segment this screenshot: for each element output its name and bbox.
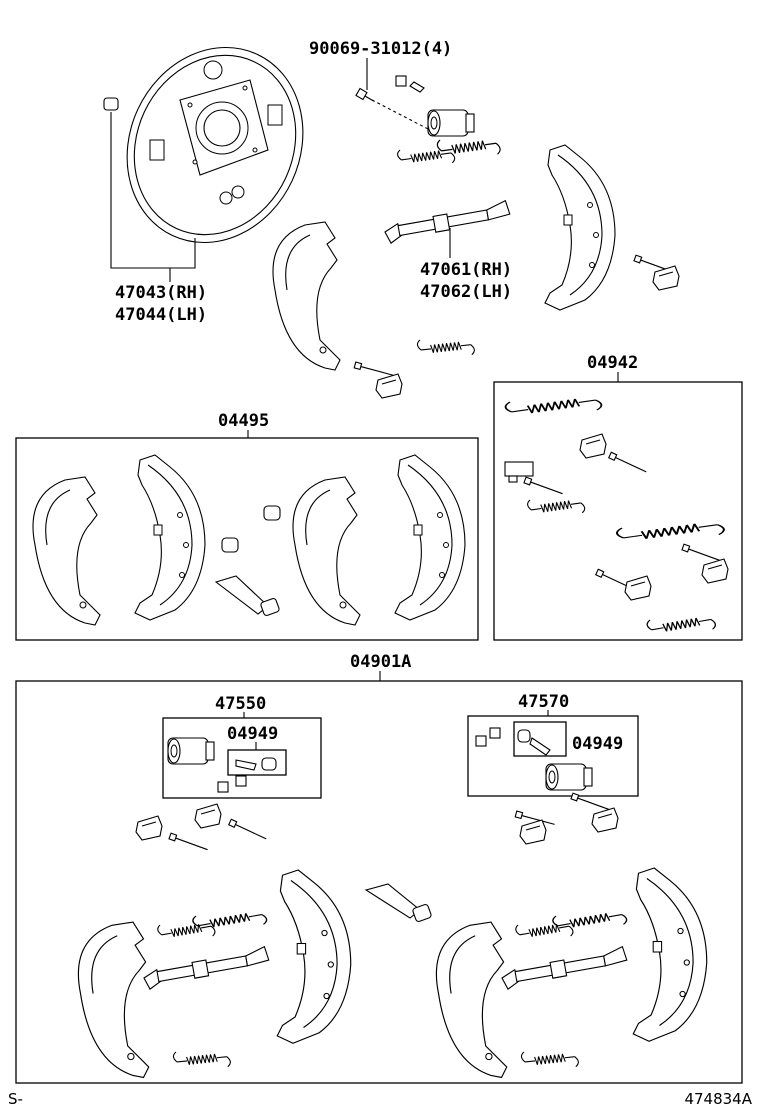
hold-down-clip	[591, 807, 619, 833]
nut	[263, 505, 281, 521]
kit-box-04942	[493, 381, 743, 641]
hold-down-pin	[523, 476, 565, 498]
hold-down-pin	[681, 543, 723, 565]
adjuster-assembly	[141, 945, 271, 991]
brake-shoe	[77, 921, 150, 1079]
backing-plate	[126, 46, 304, 244]
bleeder-screw	[395, 75, 425, 93]
bleeder-screw	[475, 727, 501, 747]
label-shoe-kit: 04495	[218, 411, 269, 431]
brake-shoe	[32, 476, 101, 626]
hold-down-pin	[608, 451, 649, 476]
brake-shoe	[272, 221, 341, 371]
hold-down-clip	[194, 803, 222, 829]
bleeder-screw	[217, 775, 247, 793]
footer-left-code: S-	[8, 1090, 23, 1108]
return-spring	[504, 388, 603, 424]
brake-shoe	[544, 144, 616, 311]
return-spring	[172, 1045, 232, 1073]
label-cylinder-right: 47570	[518, 692, 569, 712]
grease-tube	[364, 883, 432, 923]
label-adjuster-lh: 47062(LH)	[420, 282, 512, 302]
piston-cup	[235, 757, 277, 771]
return-spring	[416, 333, 476, 361]
label-brake-assy-kit: 04901A	[350, 652, 411, 672]
return-spring	[526, 492, 586, 521]
cylinder-box-47550	[162, 717, 322, 799]
brake-shoe	[435, 921, 508, 1079]
hold-down-clip	[624, 575, 652, 601]
label-adjuster-rh: 47061(RH)	[420, 260, 512, 280]
label-repair-kit-right: 04949	[572, 734, 623, 754]
brake-shoe	[394, 454, 466, 621]
drawing-number: 474834A	[684, 1090, 752, 1108]
brake-shoe	[276, 869, 352, 1044]
cylinder-box-47570	[467, 715, 639, 797]
hold-down-clip	[375, 373, 403, 399]
repair-kit-box-right	[513, 721, 567, 757]
return-spring	[551, 903, 629, 938]
assembly-line	[371, 99, 431, 131]
grease-tube	[214, 575, 280, 617]
adjuster-lever	[504, 461, 534, 483]
return-spring	[156, 915, 217, 946]
repair-kit-box-left	[227, 749, 287, 776]
adjuster-assembly	[382, 199, 512, 245]
brake-shoe	[632, 867, 708, 1042]
hold-down-clip	[652, 265, 680, 291]
wheel-cylinder	[427, 109, 475, 137]
label-cylinder-left: 47550	[215, 694, 266, 714]
return-spring	[396, 142, 456, 171]
hold-down-pin	[228, 818, 269, 843]
hold-down-clip	[135, 815, 163, 841]
return-spring	[191, 903, 269, 938]
brake-shoe	[292, 476, 361, 626]
kit-box-04495	[15, 437, 479, 641]
hold-down-pin	[353, 361, 395, 379]
bolt	[355, 87, 374, 102]
hold-down-clip	[579, 433, 607, 459]
return-spring	[514, 915, 575, 946]
return-spring	[520, 1045, 580, 1073]
piston-cup	[517, 729, 551, 756]
label-bolt: 90069-31012(4)	[309, 39, 452, 59]
return-spring	[645, 608, 717, 641]
nut	[221, 537, 239, 553]
wheel-cylinder	[167, 737, 215, 765]
adjuster-assembly	[499, 945, 629, 991]
hold-down-pin	[168, 832, 210, 854]
kit-box-04901A	[15, 680, 743, 1084]
hold-down-clip	[519, 819, 547, 845]
label-repair-kit-left: 04949	[227, 724, 278, 744]
hold-down-clip	[701, 558, 729, 584]
nut	[103, 97, 119, 111]
wheel-cylinder	[545, 763, 593, 791]
leader-line	[110, 112, 196, 269]
brake-shoe	[134, 454, 206, 621]
label-plate-lh: 47044(LH)	[115, 305, 207, 325]
label-hardware-kit: 04942	[587, 353, 638, 373]
return-spring	[615, 512, 726, 550]
label-plate-rh: 47043(RH)	[115, 283, 207, 303]
